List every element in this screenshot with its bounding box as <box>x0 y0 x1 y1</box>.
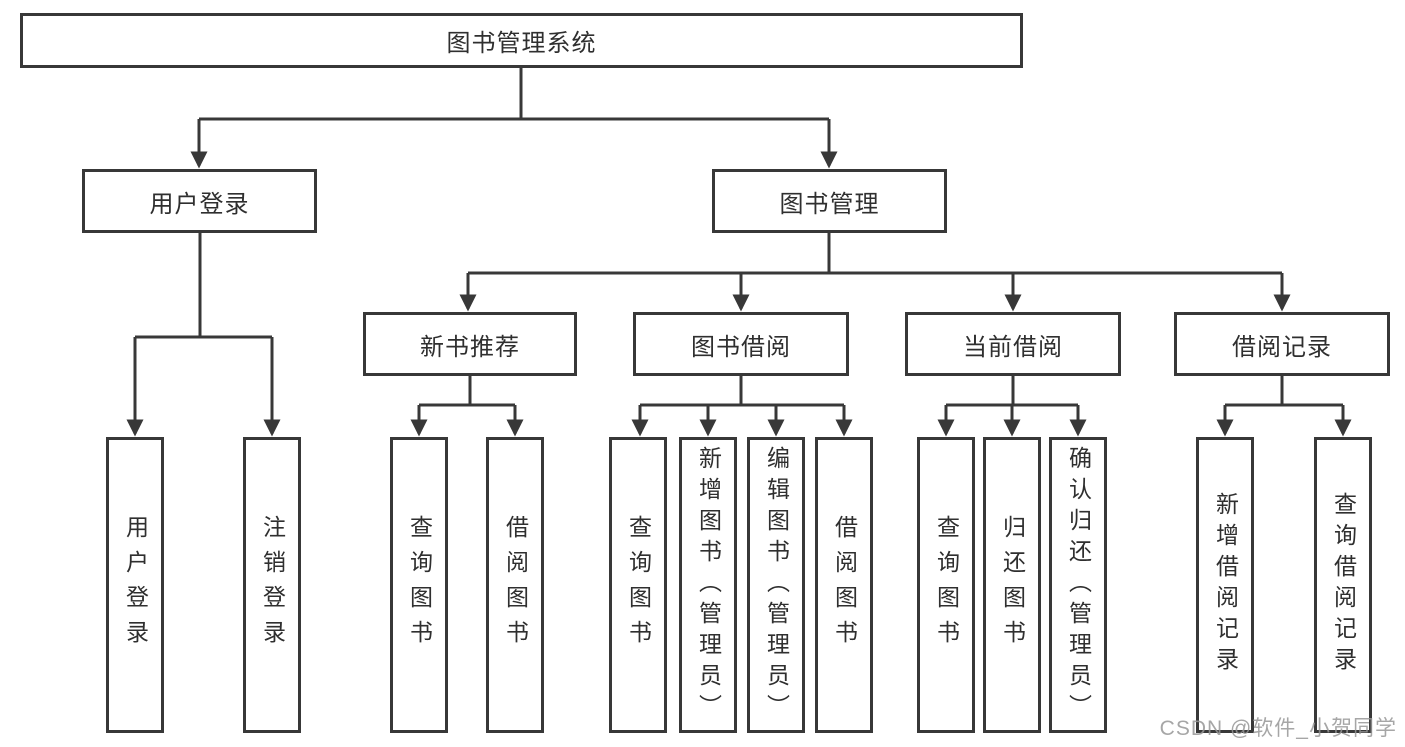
leaf-borrow-books-newbooks: 借阅图书 <box>486 437 544 733</box>
leaf-label: 借阅图书 <box>831 515 858 655</box>
leaf-query-books-current: 查询图书 <box>917 437 975 733</box>
leaf-label: 编辑图书（管理员） <box>763 445 790 725</box>
leaf-label: 注销登录 <box>259 515 286 655</box>
leaf-logout-login: 注销登录 <box>243 437 301 733</box>
leaf-label: 归还图书 <box>999 515 1026 655</box>
leaf-label: 用户登录 <box>122 515 149 655</box>
leaf-query-books-newbooks: 查询图书 <box>390 437 448 733</box>
node-library-system: 图书管理系统 <box>20 13 1023 68</box>
leaf-edit-books-admin: 编辑图书（管理员） <box>747 437 805 733</box>
leaf-query-borrow-record: 查询借阅记录 <box>1314 437 1372 733</box>
node-label: 图书借阅 <box>691 333 791 361</box>
leaf-query-books-borrow: 查询图书 <box>609 437 667 733</box>
leaf-label: 新增图书（管理员） <box>695 445 722 725</box>
watermark: CSDN @软件_小贺同学 <box>1159 717 1397 740</box>
leaf-add-borrow-record: 新增借阅记录 <box>1196 437 1254 733</box>
leaf-label: 借阅图书 <box>502 515 529 655</box>
node-label: 用户登录 <box>149 190 250 218</box>
leaf-user-login: 用户登录 <box>106 437 164 733</box>
leaf-add-books-admin: 新增图书（管理员） <box>679 437 737 733</box>
node-current-borrow: 当前借阅 <box>905 312 1121 376</box>
leaf-return-books: 归还图书 <box>983 437 1041 733</box>
node-book-borrow: 图书借阅 <box>633 312 849 376</box>
leaf-label: 查询借阅记录 <box>1330 492 1357 678</box>
node-label: 图书管理系统 <box>446 30 597 57</box>
leaf-label: 新增借阅记录 <box>1212 492 1239 678</box>
node-user-login: 用户登录 <box>82 169 317 233</box>
node-label: 图书管理 <box>779 190 880 218</box>
leaf-label: 查询图书 <box>625 515 652 655</box>
node-borrow-records: 借阅记录 <box>1174 312 1390 376</box>
leaf-label: 查询图书 <box>933 515 960 655</box>
leaf-label: 确认归还（管理员） <box>1065 445 1092 725</box>
leaf-label: 查询图书 <box>406 515 433 655</box>
node-new-book-recommend: 新书推荐 <box>363 312 577 376</box>
node-book-management: 图书管理 <box>712 169 947 233</box>
leaf-confirm-return-admin: 确认归还（管理员） <box>1049 437 1107 733</box>
node-label: 借阅记录 <box>1232 333 1332 361</box>
node-label: 当前借阅 <box>963 333 1063 361</box>
node-label: 新书推荐 <box>420 333 520 361</box>
leaf-borrow-books-borrow: 借阅图书 <box>815 437 873 733</box>
